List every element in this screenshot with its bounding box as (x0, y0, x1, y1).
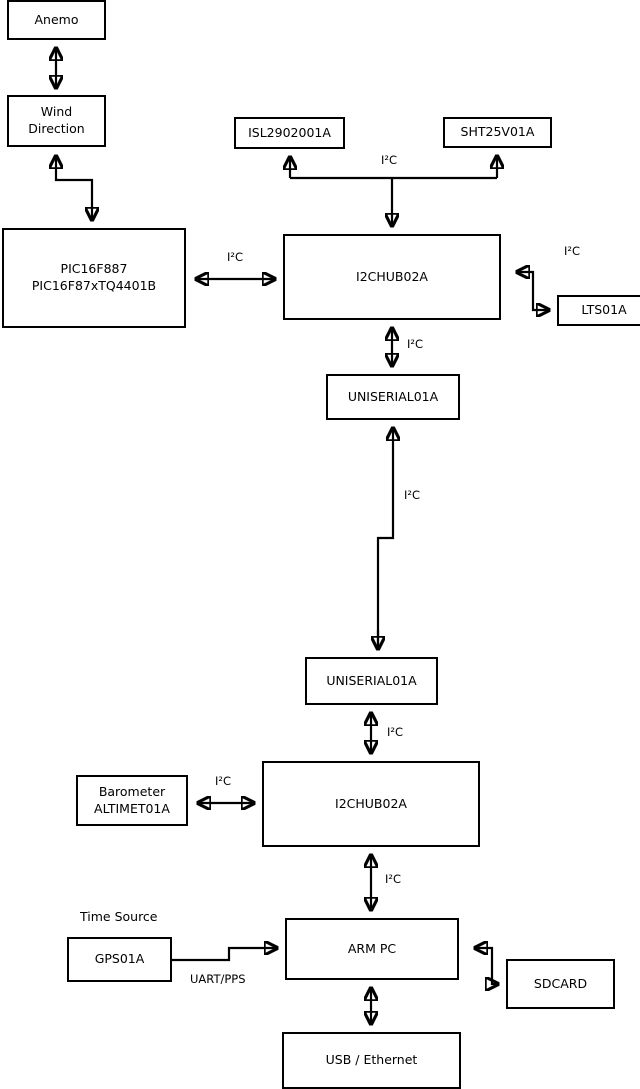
node-pic-mcu[interactable]: PIC16F887 PIC16F87xTQ4401B (2, 228, 186, 328)
edge-label-i2c-pic-hub: I²C (227, 250, 244, 264)
edge-label-i2c-uniserial-hubbot: I²C (387, 725, 404, 739)
node-i2chub02a-bottom-label: I2CHUB02A (335, 795, 407, 811)
node-i2chub02a-top-label: I2CHUB02A (356, 268, 428, 284)
edge-label-i2c-hub-uniserial: I²C (407, 337, 424, 351)
connector-pic-wind (56, 156, 92, 220)
edge-label-i2c-top-sensors: I²C (381, 153, 398, 167)
node-gps01a-label: GPS01A (94, 951, 145, 967)
edge-label-uart-pps: UART/PPS (190, 972, 246, 986)
connector-uniserialtop-uniserialbot (376, 428, 393, 650)
node-gps01a[interactable]: GPS01A (67, 937, 172, 982)
edge-label-i2c-hub-lts: I²C (564, 244, 581, 258)
node-arm-pc-label: ARM PC (347, 940, 397, 956)
edge-label-i2c-uniserial-link: I²C (404, 488, 421, 502)
edge-label-i2c-hub-armpc: I²C (385, 872, 402, 886)
node-uniserial01a-top[interactable]: UNISERIAL01A (326, 374, 460, 420)
node-wind-direction-label: Wind Direction (28, 104, 85, 136)
node-arm-pc[interactable]: ARM PC (285, 918, 459, 980)
node-isl2902001a[interactable]: ISL2902001A (234, 117, 345, 149)
connector-hubtop-lts (517, 272, 549, 310)
connector-gps-armpc (172, 948, 277, 962)
edge-label-i2c-barometer-hub: I²C (215, 774, 232, 788)
node-lts01a-label: LTS01A (581, 302, 627, 318)
node-sht25v01a[interactable]: SHT25V01A (443, 117, 552, 148)
node-uniserial01a-bottom-label: UNISERIAL01A (326, 672, 417, 688)
node-lts01a[interactable]: LTS01A (557, 295, 640, 326)
node-i2chub02a-top[interactable]: I2CHUB02A (283, 234, 501, 320)
label-time-source: Time Source (80, 909, 158, 924)
node-anemo[interactable]: Anemo (7, 0, 106, 40)
node-i2chub02a-bottom[interactable]: I2CHUB02A (262, 761, 480, 847)
node-pic-mcu-label: PIC16F887 PIC16F87xTQ4401B (31, 261, 157, 293)
node-sht25v01a-label: SHT25V01A (460, 124, 535, 140)
node-sdcard[interactable]: SDCARD (506, 959, 615, 1009)
node-barometer-altimet01a-label: Barometer ALTIMET01A (94, 783, 170, 816)
node-usb-ethernet[interactable]: USB / Ethernet (282, 1032, 461, 1089)
node-anemo-label: Anemo (34, 11, 79, 27)
connector-armpc-sdcard (475, 948, 498, 984)
node-barometer-altimet01a[interactable]: Barometer ALTIMET01A (76, 775, 188, 826)
node-uniserial01a-top-label: UNISERIAL01A (347, 388, 439, 404)
node-uniserial01a-bottom[interactable]: UNISERIAL01A (305, 657, 438, 705)
node-usb-ethernet-label: USB / Ethernet (325, 1052, 418, 1068)
node-isl2902001a-label: ISL2902001A (248, 124, 331, 140)
node-wind-direction[interactable]: Wind Direction (7, 95, 106, 147)
node-sdcard-label: SDCARD (533, 975, 588, 991)
